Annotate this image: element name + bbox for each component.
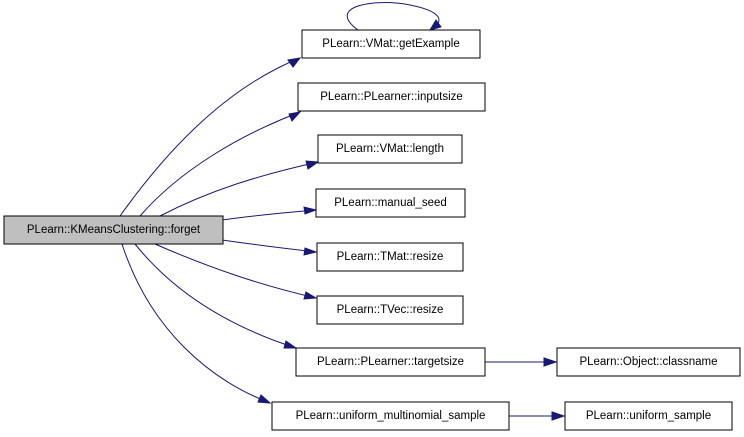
- svg-text:PLearn::uniform_multinomial_sa: PLearn::uniform_multinomial_sample: [296, 410, 486, 422]
- node-targetsize[interactable]: PLearn::PLearner::targetsize: [295, 347, 486, 377]
- node-inputsize[interactable]: PLearn::PLearner::inputsize: [297, 82, 486, 112]
- node-classname[interactable]: PLearn::Object::classname: [556, 347, 741, 377]
- node-multinomial[interactable]: PLearn::uniform_multinomial_sample: [271, 401, 510, 431]
- svg-text:PLearn::TMat::resize: PLearn::TMat::resize: [337, 251, 444, 263]
- edge-root-tvecresize: [154, 243, 318, 300]
- edge-targetsize-classname: [484, 357, 558, 367]
- edge-multinomial-uniformsample: [509, 411, 566, 421]
- svg-text:PLearn::TVec::resize: PLearn::TVec::resize: [337, 304, 444, 316]
- edge-root-targetsize: [134, 243, 298, 349]
- svg-text:PLearn::KMeansClustering::forg: PLearn::KMeansClustering::forget: [27, 224, 201, 236]
- svg-text:PLearn::VMat::length: PLearn::VMat::length: [336, 143, 444, 155]
- node-uniformsample[interactable]: PLearn::uniform_sample: [564, 401, 733, 431]
- edge-root-tmatresize: [221, 239, 318, 256]
- svg-text:PLearn::manual_seed: PLearn::manual_seed: [334, 197, 447, 209]
- svg-text:PLearn::Object::classname: PLearn::Object::classname: [579, 356, 717, 368]
- edge-root-length: [159, 160, 320, 217]
- edge-root-multinomial: [121, 243, 272, 404]
- svg-text:PLearn::VMat::getExample: PLearn::VMat::getExample: [322, 38, 459, 50]
- node-getexample[interactable]: PLearn::VMat::getExample: [301, 29, 481, 59]
- edge-root-inputsize: [139, 111, 302, 217]
- node-manualseed[interactable]: PLearn::manual_seed: [315, 188, 466, 218]
- node-tvecresize[interactable]: PLearn::TVec::resize: [316, 295, 464, 325]
- svg-text:PLearn::PLearner::inputsize: PLearn::PLearner::inputsize: [320, 91, 463, 103]
- edge-root-manualseed: [221, 206, 318, 221]
- svg-text:PLearn::uniform_sample: PLearn::uniform_sample: [586, 410, 711, 422]
- node-length[interactable]: PLearn::VMat::length: [317, 134, 463, 164]
- edge-getexample-self: [346, 2, 442, 31]
- edge-root-getexample: [119, 57, 302, 217]
- svg-text:PLearn::PLearner::targetsize: PLearn::PLearner::targetsize: [317, 356, 464, 368]
- node-tmatresize[interactable]: PLearn::TMat::resize: [316, 242, 464, 272]
- node-root[interactable]: PLearn::KMeansClustering::forget: [3, 215, 224, 245]
